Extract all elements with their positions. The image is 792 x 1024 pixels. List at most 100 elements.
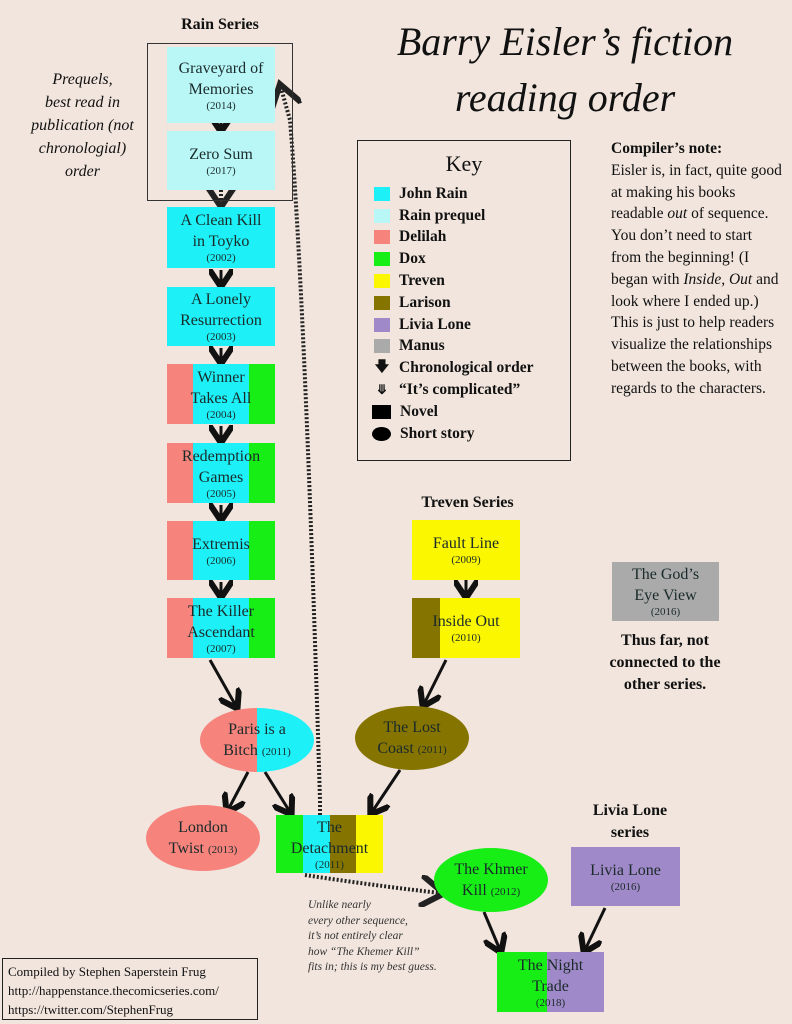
credit-line: Compiled by Stephen Saperstein Frug (8, 964, 206, 979)
arrow (372, 769, 402, 812)
color-band (329, 815, 357, 873)
color-swatch (374, 274, 390, 289)
legend-label: Delilah (399, 228, 447, 246)
legend-label: Treven (399, 272, 445, 290)
note-heading: Compiler’s note: (611, 140, 723, 157)
rectangle-icon (372, 404, 391, 419)
legend-item: Short story (358, 423, 570, 445)
legend-label: “It’s complicated” (399, 381, 521, 399)
color-band (167, 598, 193, 658)
note-line: it’s not entirely clear (308, 930, 403, 942)
book-title: Coast (377, 740, 414, 757)
book-title: Bitch (2011) (223, 740, 291, 761)
arrow (263, 771, 290, 812)
book-year: (2011) (261, 746, 291, 758)
book-year: (2011) (315, 858, 344, 871)
novel-extremis: Extremis(2006) (167, 521, 275, 580)
note-line: order (65, 163, 100, 180)
legend-item: John Rain (358, 183, 570, 205)
color-band (257, 708, 314, 772)
legend-item: Dox (358, 248, 570, 270)
color-band (200, 708, 257, 772)
book-title: The (317, 818, 342, 836)
color-band (412, 598, 441, 658)
color-swatch (374, 339, 390, 354)
credit-link[interactable]: http://happenstance.thecomicseries.com/ (8, 983, 219, 998)
color-swatch (374, 230, 390, 245)
note-line: fits in; this is my best guess. (308, 961, 437, 973)
book-year: (2009) (451, 554, 481, 566)
color-band (167, 131, 275, 190)
arrow (424, 659, 448, 704)
book-year: (2014) (206, 99, 236, 112)
color-swatch (374, 317, 390, 332)
book-year: (2010) (451, 632, 481, 644)
book-title: The Killer (187, 602, 255, 620)
legend-label: Short story (400, 424, 475, 442)
complicated-arrow (281, 88, 322, 815)
note-text: and look where I ended up.) This is just… (611, 270, 779, 397)
compilers-note: Compiler’s note: Eisler is, in fact, qui… (611, 138, 786, 400)
legend-label: Dox (399, 250, 426, 268)
book-year: (2013) (208, 844, 238, 856)
book-title: Graveyard of (178, 59, 264, 77)
note-line: how “The Khemer Kill” (308, 945, 420, 958)
legend-item: ⤋ “It’s complicated” (358, 379, 570, 401)
color-swatch (374, 252, 390, 267)
credit-link[interactable]: https://twitter.com/StephenFrug (8, 1002, 174, 1017)
color-band (412, 520, 520, 580)
arrow-down-icon: 🡇 (374, 360, 390, 376)
book-title: Bitch (223, 742, 258, 759)
legend-label: Rain prequel (399, 206, 486, 224)
header-line: series (610, 824, 650, 841)
dashed-arrow-icon: ⤋ (376, 382, 388, 398)
arrow (482, 911, 500, 950)
book-title: Livia Lone (590, 861, 661, 879)
note-text: Eisler is, in fact, quite good at making… (611, 161, 782, 223)
book-title: in Toyko (192, 233, 250, 250)
book-title: Kill (461, 882, 487, 899)
color-swatch (374, 208, 390, 223)
legend-item: Rain prequel (358, 205, 570, 227)
note-text: of sequence. You don’t need to start fro… (611, 205, 769, 288)
book-title: Trade (532, 977, 569, 995)
legend-item: 🡇Chronological order (358, 357, 570, 379)
color-band (547, 952, 604, 1012)
legend-label: Livia Lone (399, 315, 471, 333)
book-title: Winner (197, 368, 245, 386)
color-band (249, 521, 275, 580)
arrow (208, 659, 236, 706)
book-year: (2003) (206, 331, 236, 343)
novel-livia: Livia Lone(2016) (571, 847, 680, 906)
book-title: London (178, 819, 228, 836)
book-year: (2004) (206, 408, 236, 421)
book-title: Resurrection (180, 312, 262, 329)
book-title: The God’s (631, 566, 700, 583)
note-line: every other sequence, (308, 914, 408, 927)
book-title: The Night (517, 956, 584, 974)
book-title: The Lost (383, 719, 441, 736)
book-year: (2012) (490, 886, 521, 898)
color-band (167, 47, 275, 123)
treven-series-header: Treven Series (421, 494, 514, 511)
color-band (167, 287, 275, 346)
prequel-box (147, 43, 293, 201)
credits-box: Compiled by Stephen Saperstein Frug http… (2, 958, 258, 1020)
book-title: Kill (2012) (462, 880, 520, 901)
novel-inside-out: Inside Out(2010) (412, 598, 520, 658)
note-line: connected to the (609, 654, 721, 671)
color-band (276, 815, 303, 873)
color-band (192, 521, 250, 580)
